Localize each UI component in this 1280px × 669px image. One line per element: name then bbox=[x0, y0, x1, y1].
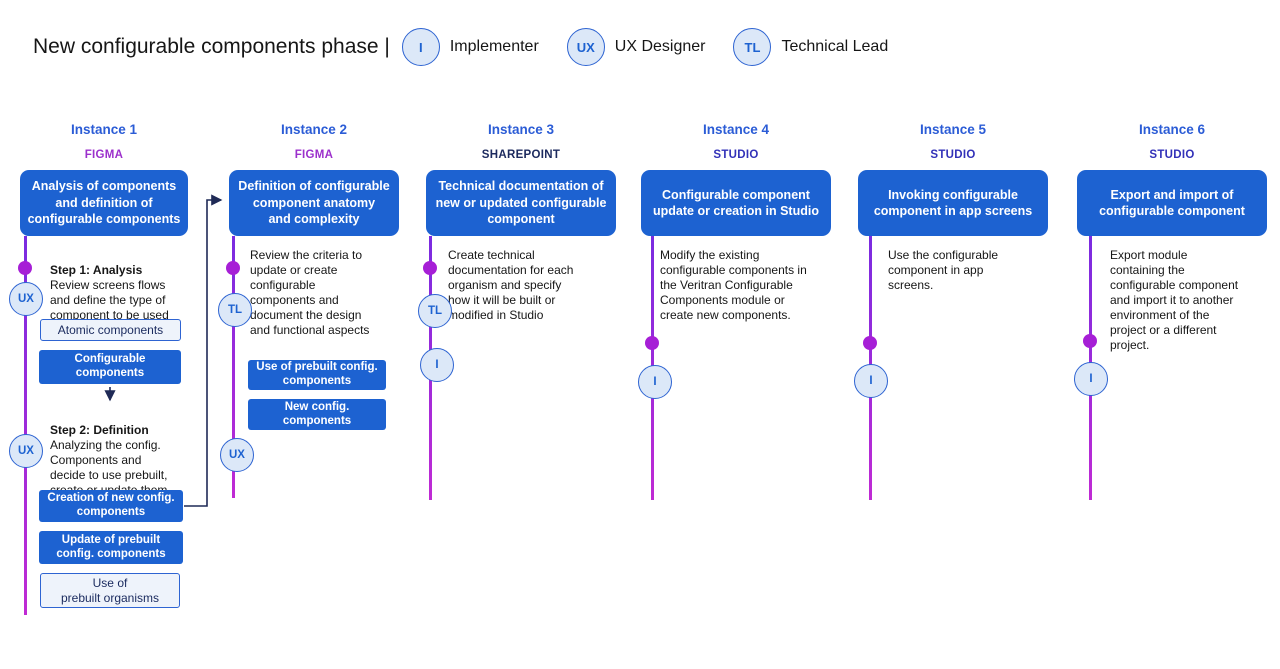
instance-2-tool-label: FIGMA bbox=[294, 149, 334, 161]
instance-3-tool-label: SHAREPOINT bbox=[481, 149, 561, 161]
instance-1-role-badge-ux-2: UX bbox=[9, 434, 43, 468]
instance-4-tool-label: STUDIO bbox=[713, 149, 759, 161]
legend-label: Implementer bbox=[449, 38, 539, 55]
step-2-body: Analyzing the config. Components and dec… bbox=[50, 438, 168, 497]
legend-item-implementer: I Implementer bbox=[401, 28, 539, 66]
chip-use-prebuilt-organisms: Use of prebuilt organisms bbox=[40, 573, 180, 608]
tl-badge-icon: TL bbox=[733, 28, 772, 66]
instance-3-title: Instance 3 bbox=[487, 122, 555, 137]
instance-3-header-box: Technical documentation of new or update… bbox=[426, 170, 616, 236]
chip-creation-new-config: Creation of new config. components bbox=[39, 490, 183, 522]
instance-5-title: Instance 5 bbox=[919, 122, 987, 137]
step-1-heading: Step 1: Analysis bbox=[50, 263, 143, 277]
instance-1-role-badge-ux-1: UX bbox=[9, 282, 43, 316]
legend-item-technical-lead: TL Technical Lead bbox=[733, 28, 888, 66]
implementer-badge-icon: I bbox=[401, 28, 440, 66]
legend-item-ux-designer: UX UX Designer bbox=[566, 28, 706, 66]
role-legend: I Implementer UX UX Designer TL Technica… bbox=[401, 28, 888, 66]
instance-6-body-text: Export module containing the configurabl… bbox=[1110, 248, 1239, 352]
instance-1-title: Instance 1 bbox=[70, 122, 138, 137]
instance-6-header-box: Export and import of configurable compon… bbox=[1077, 170, 1267, 236]
chip-new-config: New config. components bbox=[248, 399, 386, 430]
chip-atomic-components: Atomic components bbox=[40, 319, 181, 341]
elbow-connector-creation-to-instance2 bbox=[184, 194, 223, 507]
instance-5-role-badge-i: I bbox=[854, 364, 888, 398]
instance-3-role-badge-i: I bbox=[420, 348, 454, 382]
instance-2-role-badge-ux: UX bbox=[220, 438, 254, 472]
legend-label: UX Designer bbox=[614, 38, 706, 55]
timeline-instance-1 bbox=[24, 236, 27, 615]
legend-label: Technical Lead bbox=[781, 38, 889, 55]
instance-2-body-text: Review the criteria to update or create … bbox=[250, 248, 370, 337]
instance-2-title: Instance 2 bbox=[280, 122, 348, 137]
milestone-dot bbox=[863, 336, 877, 350]
instance-4-body-text: Modify the existing configurable compone… bbox=[660, 248, 807, 322]
instance-1-header-box: Analysis of components and definition of… bbox=[20, 170, 188, 236]
instance-3-role-badge-tl: TL bbox=[418, 294, 452, 328]
instance-3-body-text: Create technical documentation for each … bbox=[448, 248, 574, 322]
step-1-body: Review screens flows and define the type… bbox=[50, 278, 169, 322]
instance-5-tool-label: STUDIO bbox=[930, 149, 976, 161]
instance-6-title: Instance 6 bbox=[1138, 122, 1206, 137]
milestone-dot bbox=[18, 261, 32, 275]
milestone-dot bbox=[645, 336, 659, 350]
ux-badge-icon: UX bbox=[566, 28, 605, 66]
chip-use-prebuilt-config: Use of prebuilt config. components bbox=[248, 360, 386, 390]
chip-update-prebuilt-config: Update of prebuilt config. components bbox=[39, 531, 183, 564]
instance-1-tool-label: FIGMA bbox=[84, 149, 124, 161]
step-2-heading: Step 2: Definition bbox=[50, 423, 149, 437]
milestone-dot bbox=[423, 261, 437, 275]
instance-2-header-box: Definition of configurable component ana… bbox=[229, 170, 399, 236]
timeline-instance-2 bbox=[232, 236, 235, 498]
instance-4-title: Instance 4 bbox=[702, 122, 770, 137]
header: New configurable components phase | I Im… bbox=[33, 24, 888, 70]
instance-2-role-badge-tl: TL bbox=[218, 293, 252, 327]
instance-5-body-text: Use the configurable component in app sc… bbox=[888, 248, 999, 292]
instance-5-header-box: Invoking configurable component in app s… bbox=[858, 170, 1048, 236]
page-title: New configurable components phase | bbox=[33, 35, 390, 58]
instance-6-role-badge-i: I bbox=[1074, 362, 1108, 396]
milestone-dot bbox=[226, 261, 240, 275]
milestone-dot bbox=[1083, 334, 1097, 348]
instance-4-header-box: Configurable component update or creatio… bbox=[641, 170, 831, 236]
chip-configurable-components: Configurable components bbox=[39, 350, 181, 384]
instance-6-tool-label: STUDIO bbox=[1149, 149, 1195, 161]
instance-4-role-badge-i: I bbox=[638, 365, 672, 399]
